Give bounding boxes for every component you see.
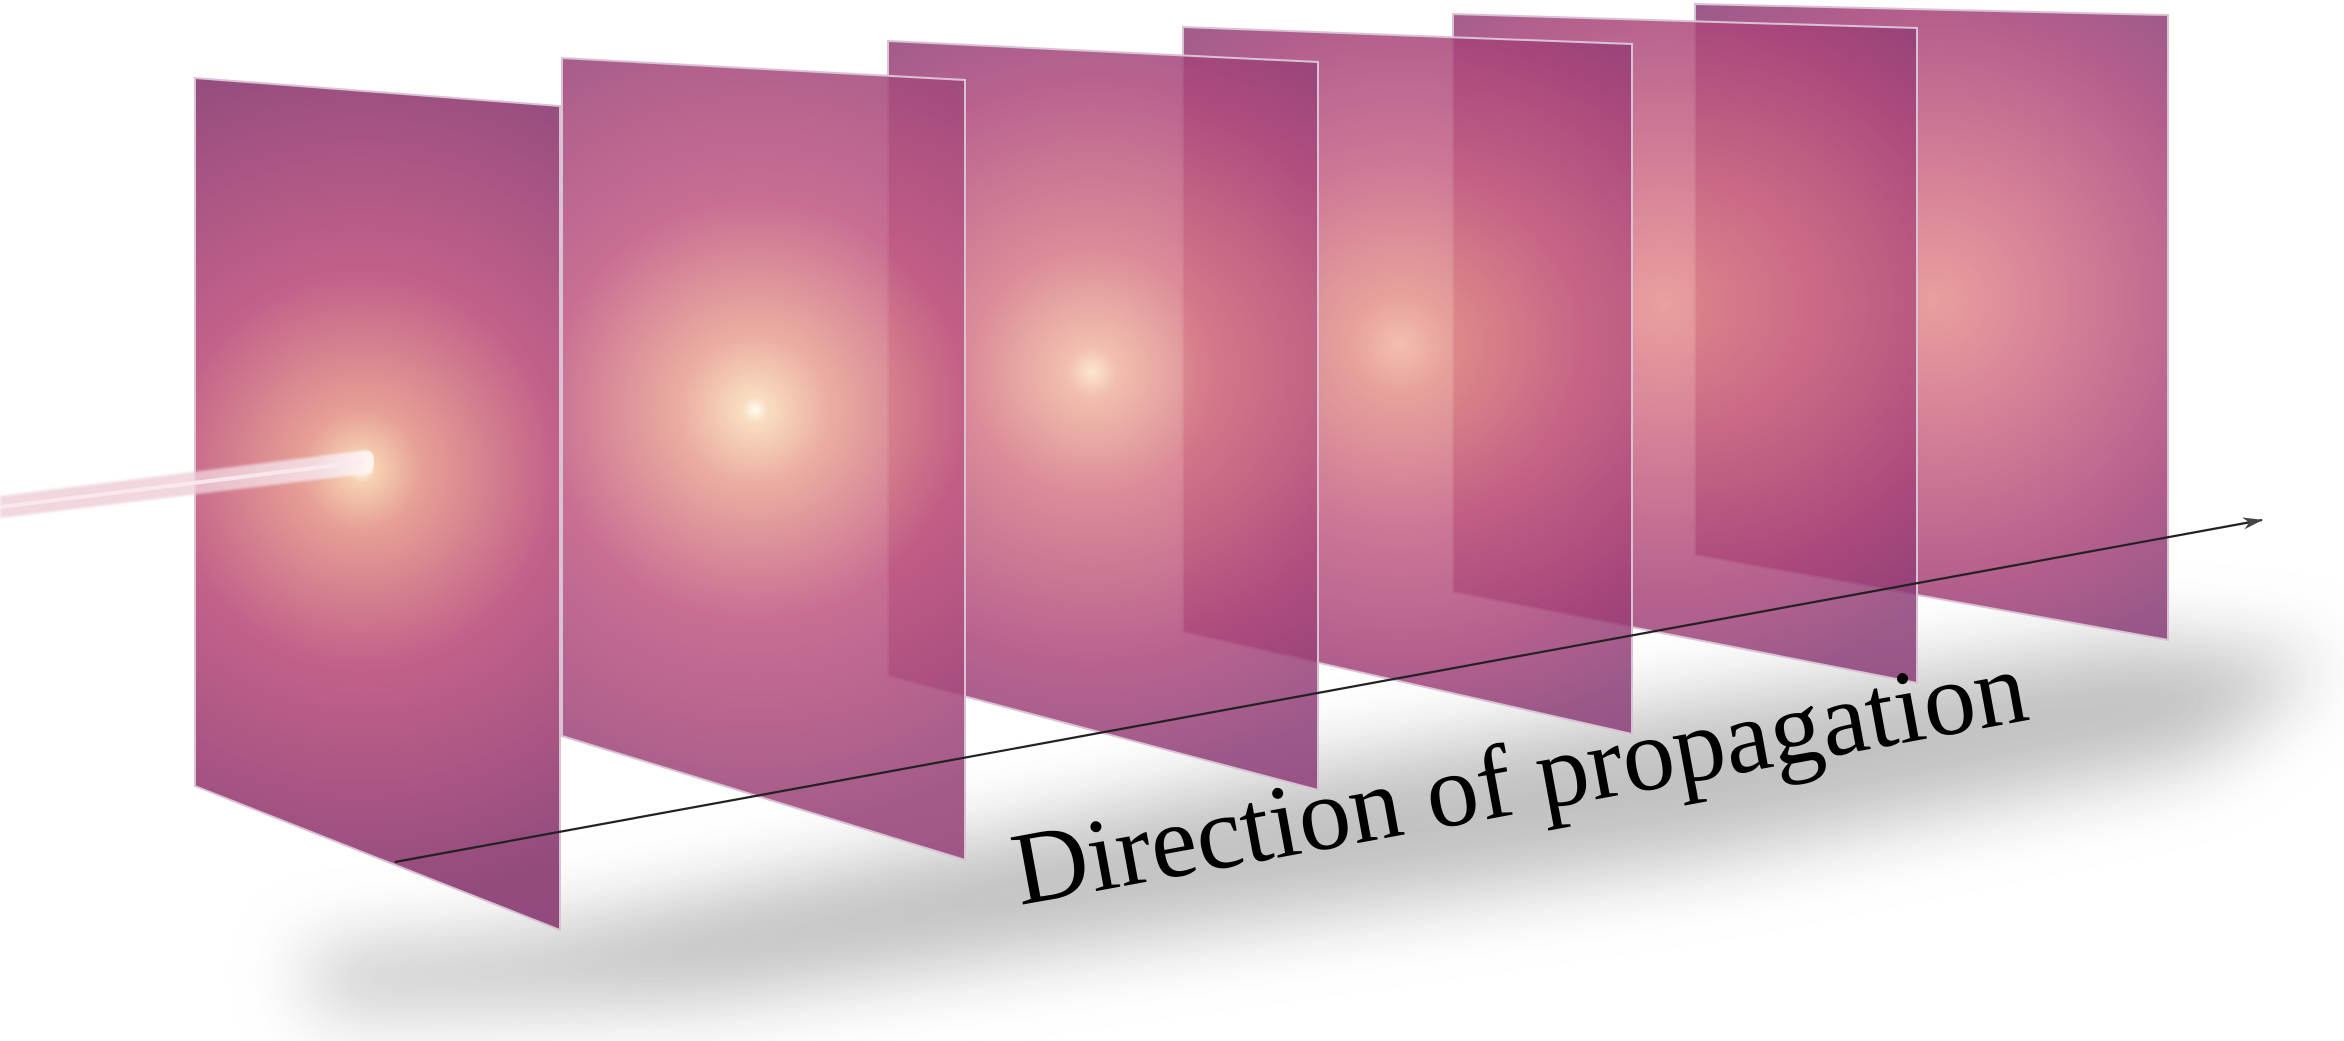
wavefront-plane-2: [561, 56, 966, 862]
ground-shadow: [300, 640, 2330, 1010]
propagation-arrow: [394, 517, 2263, 864]
wavefront-plane-1: [194, 76, 561, 932]
wavefront-planes: [194, 2, 2169, 932]
incoming-beam: [0, 450, 374, 518]
